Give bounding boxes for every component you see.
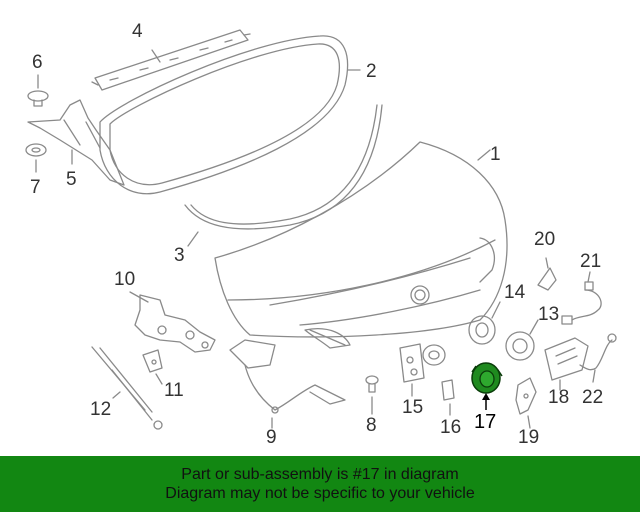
part-19-bracket [515, 377, 537, 429]
part-18-actuator [544, 337, 589, 391]
part-10-hinge [129, 291, 216, 353]
callout-22: 22 [582, 387, 604, 408]
part-21-sensor [561, 271, 602, 325]
part-17-highlighted [471, 362, 503, 410]
callout-17-highlighted: 17 [474, 411, 497, 433]
callout-4: 4 [132, 21, 143, 42]
part-7-grommet [25, 143, 47, 173]
part-11-bracket [142, 349, 163, 385]
part-14-housing [468, 301, 501, 345]
callout-11: 11 [164, 380, 184, 401]
part-2-seal [99, 35, 361, 195]
part-6-clip [27, 74, 49, 107]
callout-18: 18 [548, 387, 570, 408]
parts-diagram [25, 29, 617, 430]
part-1-trunk-lid [214, 141, 508, 349]
banner-line-1: Part or sub-assembly is #17 in diagram [181, 466, 459, 483]
callout-1: 1 [490, 144, 501, 165]
part-22-sensor [579, 333, 617, 383]
part-4-rail [91, 29, 251, 91]
callout-16: 16 [440, 417, 462, 438]
callout-15: 15 [402, 397, 424, 418]
callout-20: 20 [534, 229, 556, 250]
callout-10: 10 [114, 269, 136, 290]
callout-19: 19 [518, 427, 540, 448]
part-8-bolt [365, 375, 379, 415]
part-20-clip [537, 257, 557, 291]
callout-6: 6 [32, 52, 43, 73]
part-15-latch [399, 343, 446, 397]
callout-5: 5 [66, 169, 77, 190]
banner-line-2: Diagram may not be specific to your vehi… [165, 485, 475, 502]
callout-8: 8 [366, 415, 377, 436]
callout-2: 2 [366, 61, 377, 82]
callout-3: 3 [174, 245, 185, 266]
callout-21: 21 [580, 251, 602, 272]
part-12-strut [91, 346, 163, 430]
info-banner: Part or sub-assembly is #17 in diagram D… [0, 456, 640, 512]
callout-7: 7 [30, 177, 41, 198]
callout-9: 9 [266, 427, 277, 448]
part-9-cable [229, 339, 346, 429]
callout-12: 12 [90, 399, 112, 420]
part-16-switch [441, 379, 455, 416]
part-13-emblem [505, 319, 539, 361]
part-3-strip [184, 104, 383, 247]
callout-14: 14 [504, 282, 526, 303]
part-5-bracket [27, 99, 125, 186]
callout-13: 13 [538, 304, 560, 325]
